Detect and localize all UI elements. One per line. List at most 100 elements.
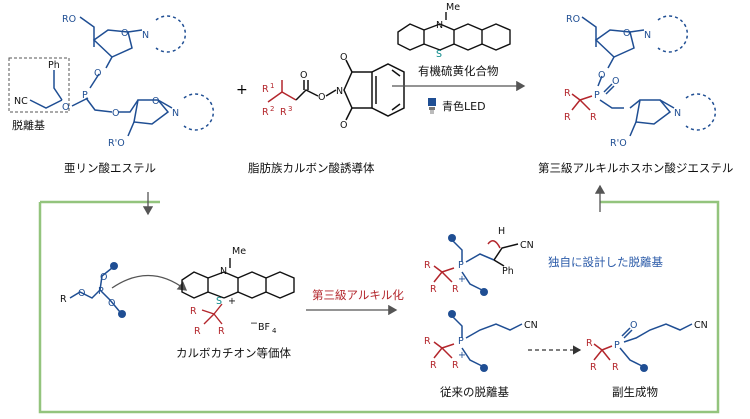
conventional-intermediate xyxy=(433,315,523,367)
atom-minus: − xyxy=(250,318,258,329)
atom-r2: R xyxy=(564,112,571,123)
atom-p: P xyxy=(594,90,600,101)
atom-r: R xyxy=(60,294,67,305)
atom-o: O xyxy=(340,52,347,63)
nucleobase-dashed-ring-2 xyxy=(183,93,214,131)
led-icon xyxy=(428,98,436,114)
byproduct-label: 副生成物 xyxy=(612,385,658,399)
designed-leaving-group-label: 独自に設計した脱離基 xyxy=(548,255,663,269)
product-label: 第三級アルキルホスホン酸ジエステル xyxy=(538,161,733,175)
atom-n: N xyxy=(436,20,443,31)
atom-r3: R xyxy=(590,112,597,123)
atom-ring-o: O xyxy=(152,96,159,107)
atom-n: N xyxy=(674,108,681,119)
nucleobase-dashed-ring-3 xyxy=(657,15,688,53)
atom-bf-sub: 4 xyxy=(272,327,277,335)
atom-cn: CN xyxy=(524,320,538,331)
catalyst-label: 有機硫黄化合物 xyxy=(418,64,499,78)
atom-me: Me xyxy=(232,246,246,257)
atom-n: N xyxy=(336,86,343,97)
atom-r2: R xyxy=(430,360,437,371)
phosphite-triester-structure xyxy=(29,16,173,137)
atom-o: O xyxy=(62,102,69,113)
atom-bf: BF xyxy=(258,322,270,333)
carbocation-label: カルボカチオン等価体 xyxy=(176,346,291,360)
atom-p: P xyxy=(82,90,88,101)
nucleobase-dashed-ring-4 xyxy=(685,93,716,131)
atom-o: O xyxy=(100,272,107,283)
atom-ro: RO xyxy=(62,14,76,25)
atom-r3-sub: 3 xyxy=(288,105,292,113)
atom-r1: R xyxy=(424,336,431,347)
atom-r1: R xyxy=(190,306,197,317)
generic-phosphite xyxy=(69,267,121,313)
atom-cn: CN xyxy=(694,320,708,331)
phosphite-label: 亜リン酸エステル xyxy=(64,161,156,175)
atom-s: S xyxy=(216,296,222,307)
atom-o: O xyxy=(340,120,347,131)
atom-cn: CN xyxy=(520,240,534,251)
atom-p: P xyxy=(458,336,464,347)
atom-r1: R xyxy=(564,88,571,99)
atom-o: O xyxy=(94,68,101,79)
atom-o: O xyxy=(300,70,307,81)
atom-ro: RO xyxy=(566,14,580,25)
designed-intermediate xyxy=(433,239,519,291)
atom-o: O xyxy=(598,70,605,81)
atom-me: Me xyxy=(446,2,460,13)
catalyst-structure xyxy=(397,12,511,51)
light-label: 青色LED xyxy=(442,99,486,113)
atom-nc: NC xyxy=(14,96,28,107)
atom-h: H xyxy=(498,226,505,237)
atom-ph: Ph xyxy=(502,266,514,277)
product-structure xyxy=(571,16,675,137)
atom-o: O xyxy=(78,288,85,299)
atom-r2: R xyxy=(194,326,201,337)
atom-ph: Ph xyxy=(48,60,60,71)
atom-r3: R xyxy=(452,360,459,371)
atom-p: P xyxy=(98,286,104,297)
nhpi-label: 脂肪族カルボン酸誘導体 xyxy=(248,161,375,175)
atom-n: N xyxy=(220,266,227,277)
nucleobase-dashed-ring-1 xyxy=(155,15,186,53)
nhpi-ester-structure xyxy=(267,59,405,121)
alkylation-label: 第三級アルキル化 xyxy=(312,288,404,302)
atom-r1-sub: 1 xyxy=(270,82,274,90)
atom-r2-sub: 2 xyxy=(270,105,274,113)
atom-n: N xyxy=(644,30,651,41)
atom-plus: + xyxy=(458,274,466,285)
atom-r2: R xyxy=(262,107,269,118)
atom-r-o: R'O xyxy=(610,138,627,149)
conventional-leaving-group-label: 従来の脱離基 xyxy=(440,385,509,399)
curved-arrow xyxy=(111,274,188,291)
atom-o: O xyxy=(612,76,619,87)
atom-s: S xyxy=(436,49,442,60)
leaving-group-label: 脱離基 xyxy=(12,118,45,132)
atom-p: P xyxy=(458,260,464,271)
atom-plus: + xyxy=(228,296,236,307)
atom-p: P xyxy=(614,340,620,351)
atom-n: N xyxy=(172,108,179,119)
atom-r3: R xyxy=(452,284,459,295)
atom-plus: + xyxy=(458,350,466,361)
atom-o: O xyxy=(318,92,325,103)
atom-n: N xyxy=(142,30,149,41)
leaving-group-box xyxy=(8,57,70,113)
atom-r3: R xyxy=(280,107,287,118)
carbocation-structure xyxy=(181,258,295,325)
atom-o: O xyxy=(108,298,115,309)
atom-r1: R xyxy=(262,84,269,95)
atom-r2: R xyxy=(430,284,437,295)
mechanism-frame xyxy=(38,200,720,414)
atom-o: O xyxy=(112,108,119,119)
atom-r1: R xyxy=(586,338,593,349)
plus-sign: + xyxy=(236,82,248,98)
atom-r2: R xyxy=(590,362,597,373)
atom-ring-o: O xyxy=(623,28,630,39)
atom-r3: R xyxy=(218,326,225,337)
atom-o: O xyxy=(630,320,637,331)
atom-r1: R xyxy=(424,260,431,271)
atom-r-o: R'O xyxy=(108,138,125,149)
atom-ring-o: O xyxy=(121,28,128,39)
